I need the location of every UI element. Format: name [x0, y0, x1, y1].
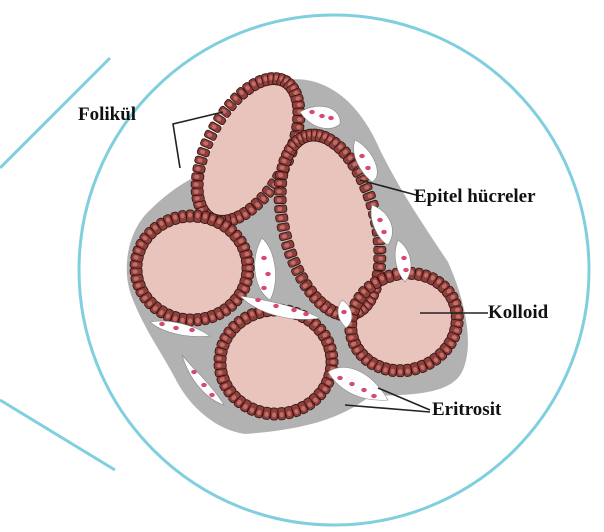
- erythrocyte: [341, 310, 347, 314]
- epithelial-cell: [291, 123, 304, 132]
- erythrocyte: [337, 376, 343, 380]
- epithelial-cell: [191, 181, 203, 189]
- epithelial-cell: [275, 214, 288, 223]
- epithelial-cell: [274, 196, 286, 204]
- colloid-lumen: [226, 316, 326, 408]
- colloid-label: Kolloid: [488, 303, 548, 322]
- follicle-label: Folikül: [78, 105, 136, 124]
- erythrocyte: [265, 272, 271, 276]
- epithelial-cell: [403, 364, 412, 377]
- erythrocyte: [191, 370, 197, 374]
- erythrocyte: [255, 298, 261, 302]
- erythrocyte: [261, 256, 267, 260]
- erythrocyte: [189, 328, 195, 332]
- erythrocyte-label: Eritrosit: [432, 400, 501, 419]
- epithelial-cell: [191, 188, 204, 196]
- epithelial-cell: [274, 188, 286, 196]
- erythrocyte: [359, 154, 365, 158]
- erythrocyte: [361, 388, 367, 392]
- erythrocyte: [201, 383, 207, 387]
- epithelial-cell: [374, 255, 386, 263]
- epithelial-cell: [241, 257, 254, 266]
- erythrocyte: [401, 256, 407, 260]
- callout-line-bottom: [0, 400, 115, 470]
- epithelial-cell: [274, 205, 287, 213]
- erythrocyte: [371, 394, 377, 398]
- epithelial-cell: [193, 313, 201, 326]
- erythrocyte: [381, 230, 387, 234]
- epithelial-cells-label: Epitel hücreler: [414, 187, 536, 206]
- erythrocyte: [261, 286, 267, 290]
- epithelial-cell: [374, 246, 386, 254]
- erythrocyte: [273, 304, 279, 308]
- erythrocyte: [173, 326, 179, 330]
- erythrocyte: [403, 268, 409, 272]
- erythrocyte: [309, 110, 315, 114]
- erythrocyte: [159, 322, 165, 326]
- epithelial-cell: [178, 210, 187, 223]
- erythrocyte: [209, 393, 215, 397]
- epithelial-cell: [277, 407, 285, 420]
- epithelial-cell: [186, 210, 194, 222]
- colloid-lumen: [142, 222, 242, 314]
- epithelial-cell: [373, 263, 386, 271]
- erythrocyte: [291, 308, 297, 312]
- epithelial-cell: [325, 351, 338, 360]
- erythrocyte: [365, 166, 371, 170]
- epithelial-cell: [270, 408, 278, 420]
- erythrocyte: [377, 218, 383, 222]
- erythrocyte: [319, 114, 325, 118]
- erythrocyte: [303, 312, 309, 316]
- epithelial-cell: [274, 179, 287, 187]
- epithelial-cell: [186, 314, 194, 326]
- erythrocyte: [328, 116, 334, 120]
- erythrocyte: [349, 382, 355, 386]
- epithelial-cell: [397, 365, 404, 377]
- epithelial-cell: [191, 173, 204, 182]
